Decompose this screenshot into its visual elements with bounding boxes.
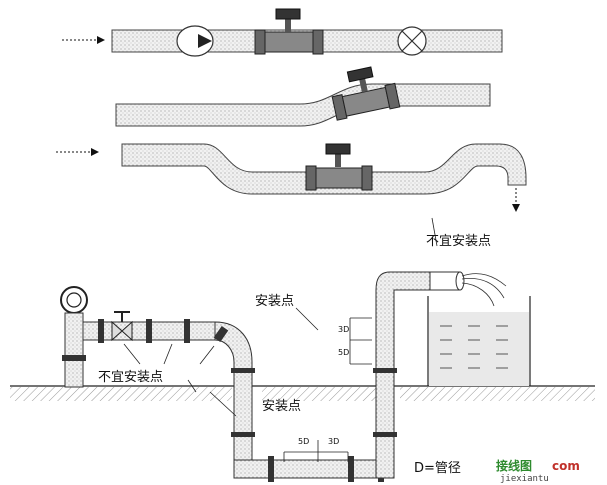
bottom-horizontal-pipe	[233, 440, 395, 482]
row1-butterfly-valve	[397, 26, 427, 56]
label-install-point-mid: 安装点	[255, 294, 294, 309]
svg-text:接线图: 接线图	[496, 458, 532, 473]
pressure-gauge-post	[60, 286, 88, 388]
lower-horizontal-pipe	[82, 311, 216, 343]
row3-pipeline	[56, 143, 527, 212]
riser-pipe	[373, 271, 507, 479]
row1-gate-valve	[176, 25, 214, 57]
row1-pipeline	[62, 8, 503, 57]
label-install-point-bottom: 安装点	[262, 399, 301, 414]
label-tank-dim-3d: 3D	[338, 325, 349, 334]
row1-valve-arrow	[198, 34, 212, 48]
row3-flowmeter	[305, 143, 373, 191]
ground	[10, 385, 595, 401]
leader-lines	[123, 217, 438, 417]
site-watermark: 接线图 com jiexiantu	[496, 458, 580, 484]
water-tank	[427, 296, 531, 386]
label-dim-3d: 3D	[328, 437, 339, 446]
row2-pipeline	[115, 66, 491, 127]
label-pipe-diameter: D=管径	[414, 461, 461, 476]
row1-flowmeter	[254, 8, 324, 55]
svg-text:com: com	[552, 459, 580, 473]
label-not-suitable-bottom: 不宜安装点	[98, 370, 163, 385]
label-tank-dim-5d: 5D	[338, 348, 349, 357]
row2-flowmeter	[331, 66, 401, 121]
tank-dimension-bracket	[349, 317, 372, 365]
label-dim-5d: 5D	[298, 437, 309, 446]
label-not-suitable-top: 不宜安装点	[426, 234, 491, 249]
row2-pipe	[115, 83, 491, 127]
svg-text:jiexiantu: jiexiantu	[500, 474, 549, 484]
